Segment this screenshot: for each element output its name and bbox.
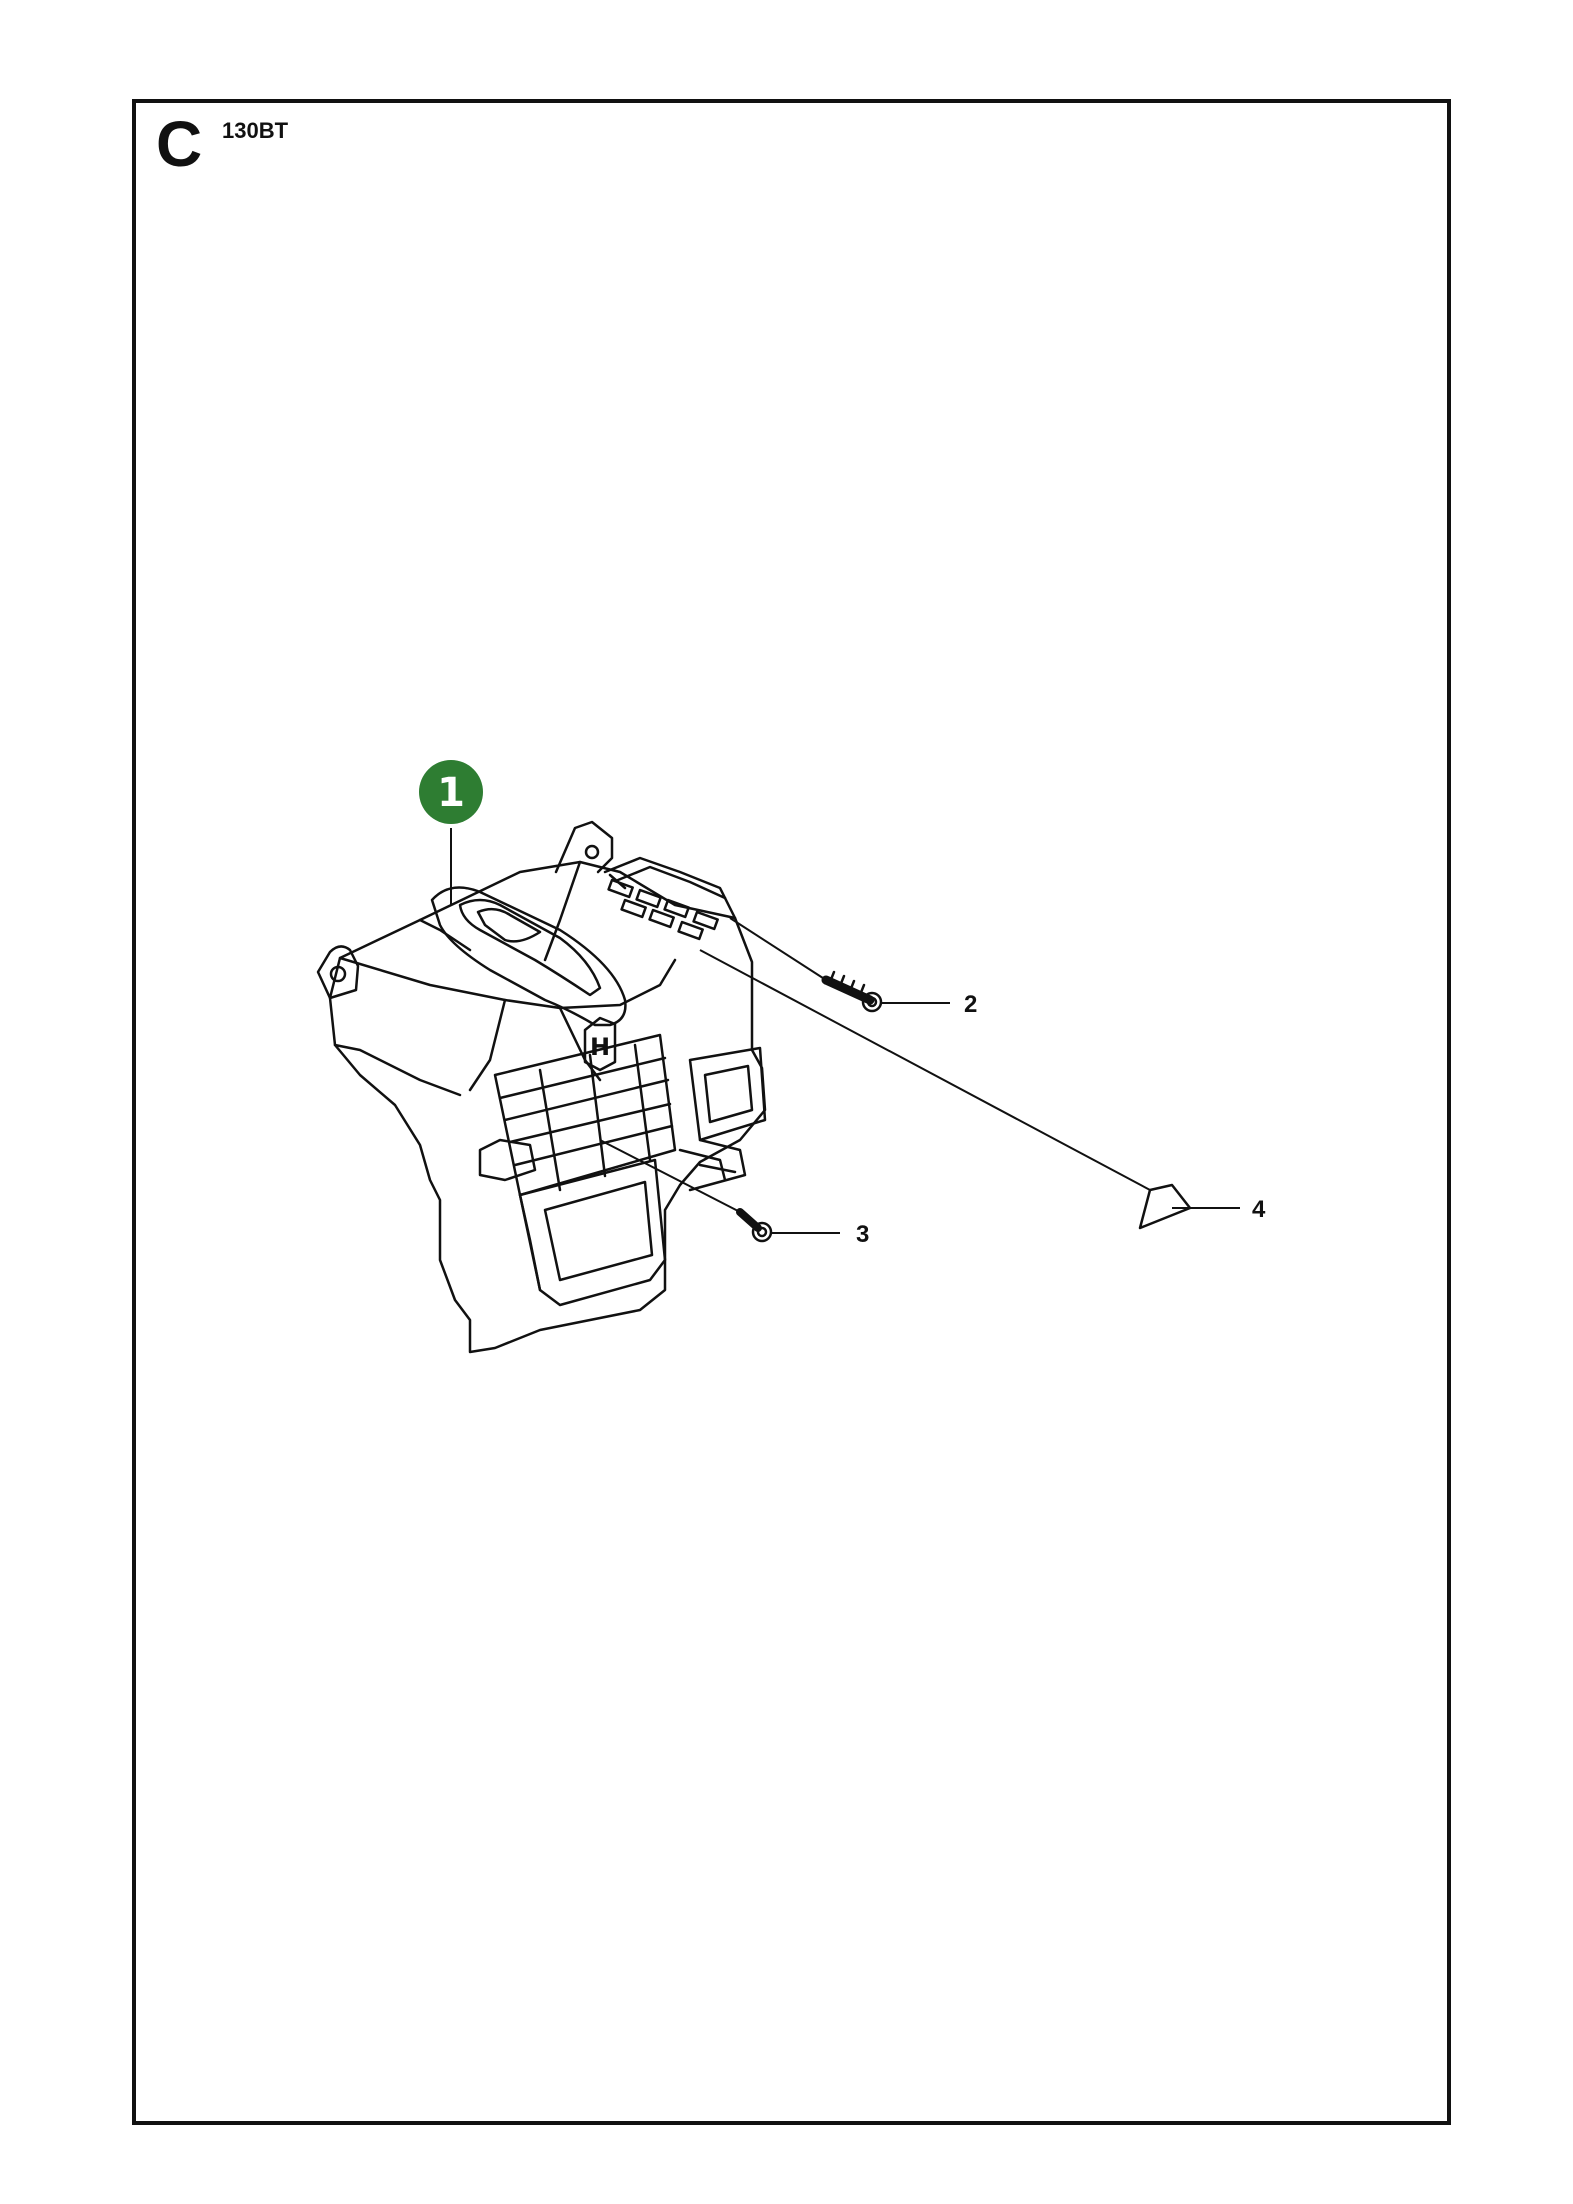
- decal-part-4: [1138, 1183, 1192, 1230]
- callout-2-label: 2: [964, 991, 977, 1018]
- cylinder-cover-part: H: [316, 820, 767, 1354]
- callout-3-label: 3: [856, 1221, 869, 1248]
- callout-1-badge: [419, 760, 483, 824]
- screw-part-3: [736, 1208, 773, 1243]
- leader-line-2-guide: [729, 917, 827, 981]
- section-letter: C: [156, 108, 203, 180]
- leader-line-3-guide: [599, 1139, 741, 1213]
- callout-4-label: 4: [1252, 1196, 1266, 1223]
- svg-text:H: H: [590, 1033, 610, 1061]
- callout-1-label: 1: [437, 770, 465, 816]
- model-label: 130BT: [222, 118, 289, 143]
- screw-part-2: [821, 970, 883, 1013]
- leader-line-4-guide: [699, 949, 1151, 1191]
- callout-1: 1: [419, 760, 483, 824]
- leader-lines: [450, 828, 1240, 1234]
- page-frame: [132, 99, 1451, 2125]
